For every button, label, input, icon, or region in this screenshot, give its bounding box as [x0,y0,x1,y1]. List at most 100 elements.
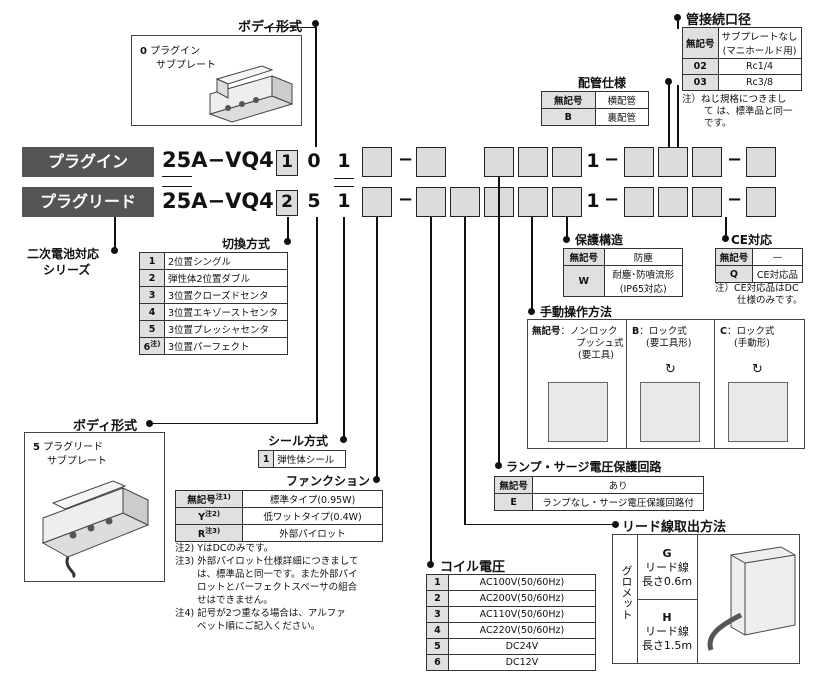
coil-value: DC12V [447,654,597,671]
manual-none-line3: (要工具) [578,350,614,361]
connector-line [531,217,533,312]
manual-b-valve-drawing [640,382,700,442]
piping-code: 無記号 [541,91,596,109]
coil-value: AC110V(50/60Hz) [447,606,597,623]
connector-line [677,17,679,29]
connector-line [464,524,614,525]
connector-dot [111,247,118,254]
coil-code: 1 [426,574,449,591]
lamp-value: あり [532,476,704,494]
switching-value: 3位置プレッシャセンタ [164,320,288,338]
manual-option-none: 無記号：ノンロック プッシュ式 (要工具) [532,326,624,362]
connector-dot [312,20,319,27]
coil-code: 3 [426,606,449,623]
row1-dash: − [727,149,743,170]
connector-line [162,176,192,177]
connector-line [566,217,568,240]
row1-lead-box [518,147,548,177]
row1-dash: − [604,149,620,170]
connector-line [315,27,317,147]
row2-piping-box [658,187,688,217]
row2-protection-box [518,187,548,217]
manual-b-code: B [632,326,640,337]
manual-c-valve-drawing [728,382,788,442]
ce-value: — [751,248,804,266]
row2-dash: − [727,189,743,210]
connector-line [430,217,432,565]
row1-lamp-box [484,147,514,177]
piping-row: 無記号横配管 [541,91,649,109]
manual-none-line2: プッシュ式 [576,338,624,349]
connector-dot [495,462,502,469]
connector-dot [563,236,570,243]
lead-g-line2: 長さ0.6m [641,575,693,588]
piping-value: 裏配管 [594,108,649,126]
switching-value: 3位置クローズドセンタ [164,286,288,304]
switching-code: 1 [138,252,166,270]
connector-line [376,217,378,479]
series-pluglead-label: プラグリード [22,187,154,217]
connector-line [162,186,192,187]
connector-line [334,178,354,179]
lead-h-line2: 長さ1.5m [641,639,693,652]
switching-code: 6注) [138,336,166,356]
function-note-line: せはできません。 [197,595,273,606]
function-code: Y注2) [174,507,244,526]
lead-panel: グロメット G リード線 長さ0.6m H リード線 長さ1.5m [612,534,800,664]
coil-heading: コイル電圧 [440,560,506,575]
connector-line [464,217,466,525]
row1-piping-box [658,147,688,177]
connector-line [149,423,317,424]
port-code: 03 [682,74,719,91]
connector-line [668,81,670,147]
ce-heading: CE対応 [731,233,773,247]
manual-c-line2: (手動形) [734,338,770,349]
port-code: 無記号 [682,27,719,59]
manual-heading: 手動操作方法 [540,305,613,319]
port-row: 無記号サブプレートなし(マニホールド用) [682,27,802,59]
coil-code: 5 [426,638,449,655]
port-note-line: て は、標準品と同一 [704,106,793,117]
lamp-code: 無記号 [493,476,534,494]
lamp-heading: ランプ・サージ電圧保護回路 [506,460,662,474]
function-value: 標準タイプ(0.95W) [242,489,383,509]
function-value: 外部パイロット [242,524,383,543]
manual-c-line1: ：ロック式 [726,326,775,337]
pluglead-code: 5 [33,442,40,453]
lamp-code: E [493,493,534,511]
port-notes: 注）ねじ規格につきまして は、標準品と同一です。 [682,94,793,130]
connector-line [334,186,354,187]
switching-code: 2 [138,269,166,287]
switching-code: 4 [138,303,166,321]
function-note-line: ベット順にご記入ください。 [197,621,321,632]
manual-none-code: 無記号 [532,326,561,337]
row1-coil-box [416,147,446,177]
lead-heading: リード線取出方法 [622,520,727,535]
row1-function-box [362,147,392,177]
connector-line [677,85,679,147]
plugin-subplate-drawing [208,65,294,123]
switching-row: 6注)3位置パーフェクト [138,336,288,356]
manual-none-line1: ：ノンロック [560,326,618,337]
coil-code: 6 [426,654,449,671]
connector-dot [373,476,380,483]
seal-code: 1 [257,450,275,468]
grommet-valve-drawing [707,546,796,651]
coil-value: AC200V(50/60Hz) [447,590,597,607]
port-heading: 管接続口径 [686,13,752,28]
function-row: 無記号注1)標準タイプ(0.95W) [174,489,383,509]
connector-dot [612,521,619,528]
